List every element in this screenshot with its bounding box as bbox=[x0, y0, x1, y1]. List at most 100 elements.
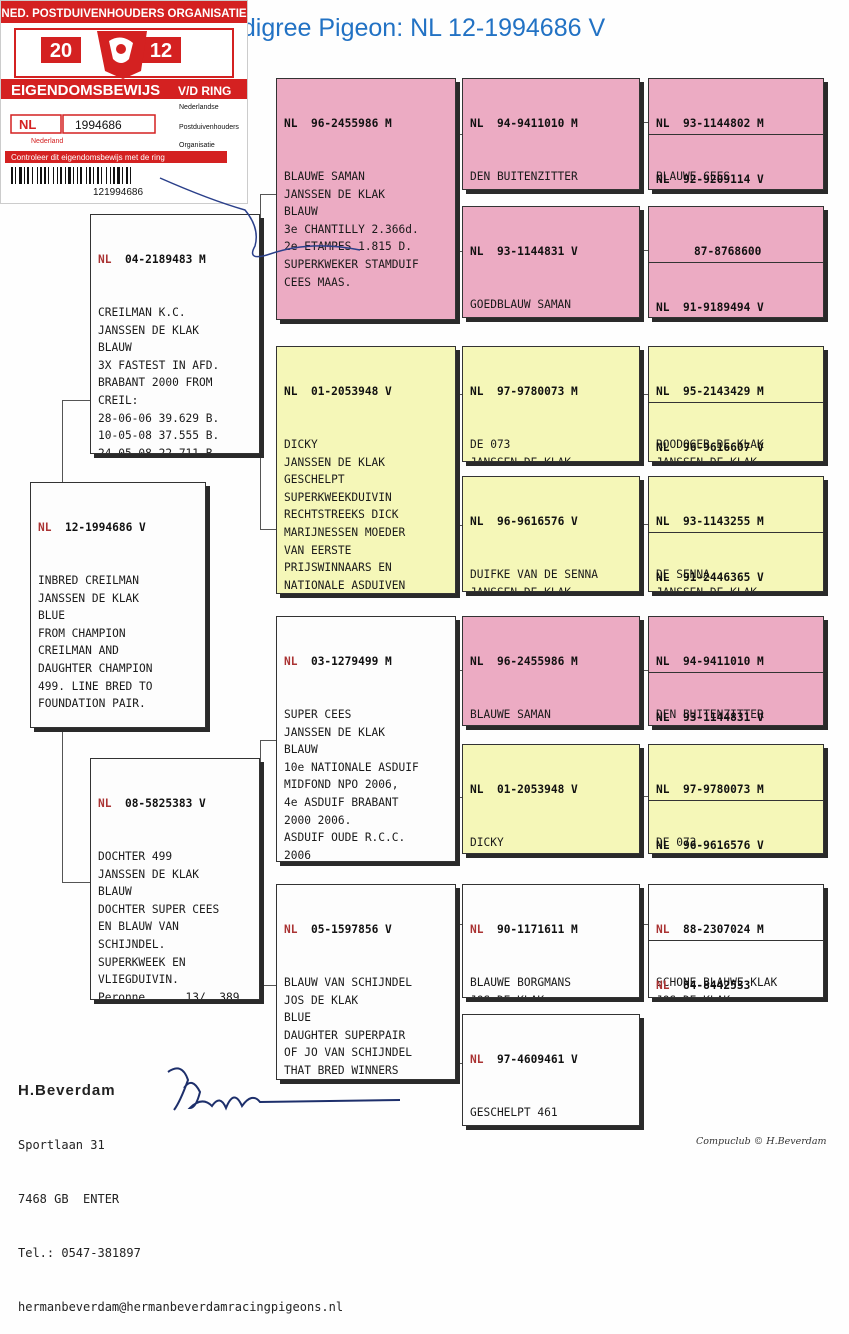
gen3-card: NL 90-1171611 M BLAUWE BORGMANSJOS DE KL… bbox=[462, 884, 640, 998]
note-line: SCHIJNDEL. bbox=[98, 936, 252, 954]
gen4-bottom-id: 84-8442533 bbox=[683, 979, 750, 992]
gen4-bottom-id: 92-9209114 V bbox=[683, 173, 764, 186]
ring-card-banner-suffix: V/D RING bbox=[178, 84, 231, 98]
connector-line bbox=[260, 740, 277, 986]
gen4-divider bbox=[649, 532, 823, 533]
gen4-divider bbox=[649, 672, 823, 673]
gen4-divider bbox=[649, 402, 823, 403]
gen4-top-id: 87-8768600 bbox=[694, 245, 761, 258]
ring-card-year-right: 12 bbox=[150, 40, 172, 62]
connector-line bbox=[640, 250, 648, 251]
note-line: DUIFKE VAN DE SENNA bbox=[470, 566, 632, 584]
gen4-top-id: 95-2143429 M bbox=[683, 385, 764, 398]
barcode-icon bbox=[11, 167, 131, 184]
note-line: RECHTSTREEKS DICK bbox=[284, 506, 448, 524]
owner-email[interactable]: hermanbeverdam@hermanbeverdamracingpigeo… bbox=[18, 1298, 343, 1316]
ring-card-banner: EIGENDOMSBEWIJS bbox=[11, 82, 160, 99]
owner-street: Sportlaan 31 bbox=[18, 1136, 343, 1154]
ring-card-country: NL bbox=[19, 117, 36, 132]
note-line: PRIJSWINNAARS EN bbox=[284, 559, 448, 577]
note-line: 24-05-08 22.711 B. bbox=[98, 445, 252, 454]
note-line: FOUNDATION PAIR. bbox=[38, 695, 198, 713]
note-line: JANSSEN DE KLAK bbox=[284, 724, 448, 742]
note-line: JANSSEN DE KLAK bbox=[470, 724, 632, 726]
pen-scribble-icon bbox=[150, 170, 380, 290]
note-line: MARIJNESSEN MOEDER bbox=[284, 524, 448, 542]
gen4-bottom-id: 96-9616607 V bbox=[683, 441, 764, 454]
note-line: BLUE bbox=[284, 1009, 448, 1027]
gen4-divider bbox=[649, 800, 823, 801]
note-line: DOCHTER SUPER CEES bbox=[98, 901, 252, 919]
note-line: BRABANT 2000 FROM bbox=[98, 374, 252, 392]
note-line: VAN LOON DE KLAK bbox=[470, 1122, 632, 1126]
note-line: EN BLAUW VAN bbox=[98, 918, 252, 936]
gen4-bottom-id: 93-1144831 V bbox=[683, 711, 764, 724]
gen4-top-id: 88-2307024 M bbox=[683, 923, 764, 936]
gen4-pair-card: NL 88-2307024 M SCHONE BLAUWE KLAKJOS DE… bbox=[648, 884, 824, 998]
note-line: BLAUW bbox=[284, 741, 448, 759]
ring-card-year-left: 20 bbox=[50, 40, 72, 62]
note-line: CREILMAN K.C. bbox=[98, 304, 252, 322]
note-line: CREILMAN AND bbox=[38, 642, 198, 660]
mother-id: 08-5825383 V bbox=[125, 797, 206, 810]
note-line: JANSSEN DE KLAK bbox=[470, 186, 632, 190]
gen3-id: 90-1171611 M bbox=[497, 923, 578, 936]
note-line: 2006 bbox=[284, 847, 448, 862]
page-title: édigree Pigeon: NL 12-1994686 V bbox=[228, 14, 605, 43]
note-line: BLUE bbox=[38, 607, 198, 625]
note-line: JANSSEN DE KLAK bbox=[470, 454, 632, 462]
ring-card-note: Controleer dit eigendomsbewijs met de ri… bbox=[11, 153, 165, 162]
note-line: 10e NATIONALE ASDUIF bbox=[284, 759, 448, 777]
owner-city: 7468 GB ENTER bbox=[18, 1190, 343, 1208]
note-line: DAUGHTER CHAMPION bbox=[38, 660, 198, 678]
note-line: DICKY bbox=[284, 436, 448, 454]
note-line: BLAUWE SAMAN bbox=[470, 706, 632, 724]
note-line: BLAUWE BORGMANS bbox=[470, 974, 632, 992]
note-line: BLAUW VAN SCHIJNDEL bbox=[284, 974, 448, 992]
note-line: JANSSEN DE KLAK bbox=[38, 590, 198, 608]
ring-card-org: NED. POSTDUIVENHOUDERS ORGANISATIE bbox=[1, 8, 246, 20]
note-line: GOEDBLAUW SAMAN bbox=[470, 296, 632, 314]
gen4-divider bbox=[649, 940, 823, 941]
note-line: JANSSEN DE KLAK bbox=[470, 584, 632, 592]
note-line: DICKY bbox=[470, 834, 632, 852]
note-line: DOCHTER 499 bbox=[98, 848, 252, 866]
gen3-card: NL 97-4609461 V GESCHELPT 461VAN LOON DE… bbox=[462, 1014, 640, 1126]
note-line: DEN BUITENZITTER bbox=[470, 168, 632, 186]
gen3-card: NL 97-9780073 M DE 073JANSSEN DE KLAKDON… bbox=[462, 346, 640, 462]
gen3-id: 97-9780073 M bbox=[497, 385, 578, 398]
note-line: CREIL: bbox=[98, 392, 252, 410]
note-line: INBRED CREILMAN bbox=[38, 572, 198, 590]
note-line: VLIEGDUIVIN. bbox=[98, 971, 252, 989]
connector-line bbox=[640, 122, 648, 123]
note-line: 10-05-08 37.555 B. bbox=[98, 427, 252, 445]
connector-line bbox=[640, 394, 648, 395]
main-pigeon-id: 12-1994686 V bbox=[65, 521, 146, 534]
note-line: DAUGHTER SUPERPAIR bbox=[284, 1027, 448, 1045]
gen4-pair-card: NL 97-9780073 M DE 073JANSSEN DE KLAK NL… bbox=[648, 744, 824, 854]
note-line: VAN EERSTE bbox=[284, 542, 448, 560]
gen3-id: 93-1144831 V bbox=[497, 245, 578, 258]
note-line: JANSSEN DE KLAK bbox=[470, 852, 632, 854]
gen3-card: NL 94-9411010 M DEN BUITENZITTERJANSSEN … bbox=[462, 78, 640, 190]
note-line: BLAUW bbox=[98, 883, 252, 901]
paternal-grandfather-id: 96-2455986 M bbox=[311, 117, 392, 130]
note-line: FROM CHAMPION bbox=[38, 625, 198, 643]
gen4-bottom-id: 91-2446365 V bbox=[683, 571, 764, 584]
connector-line bbox=[640, 796, 648, 797]
note-line: Peronne 13/ 389 bbox=[98, 989, 252, 1000]
note-line: SUPER CEES bbox=[284, 706, 448, 724]
